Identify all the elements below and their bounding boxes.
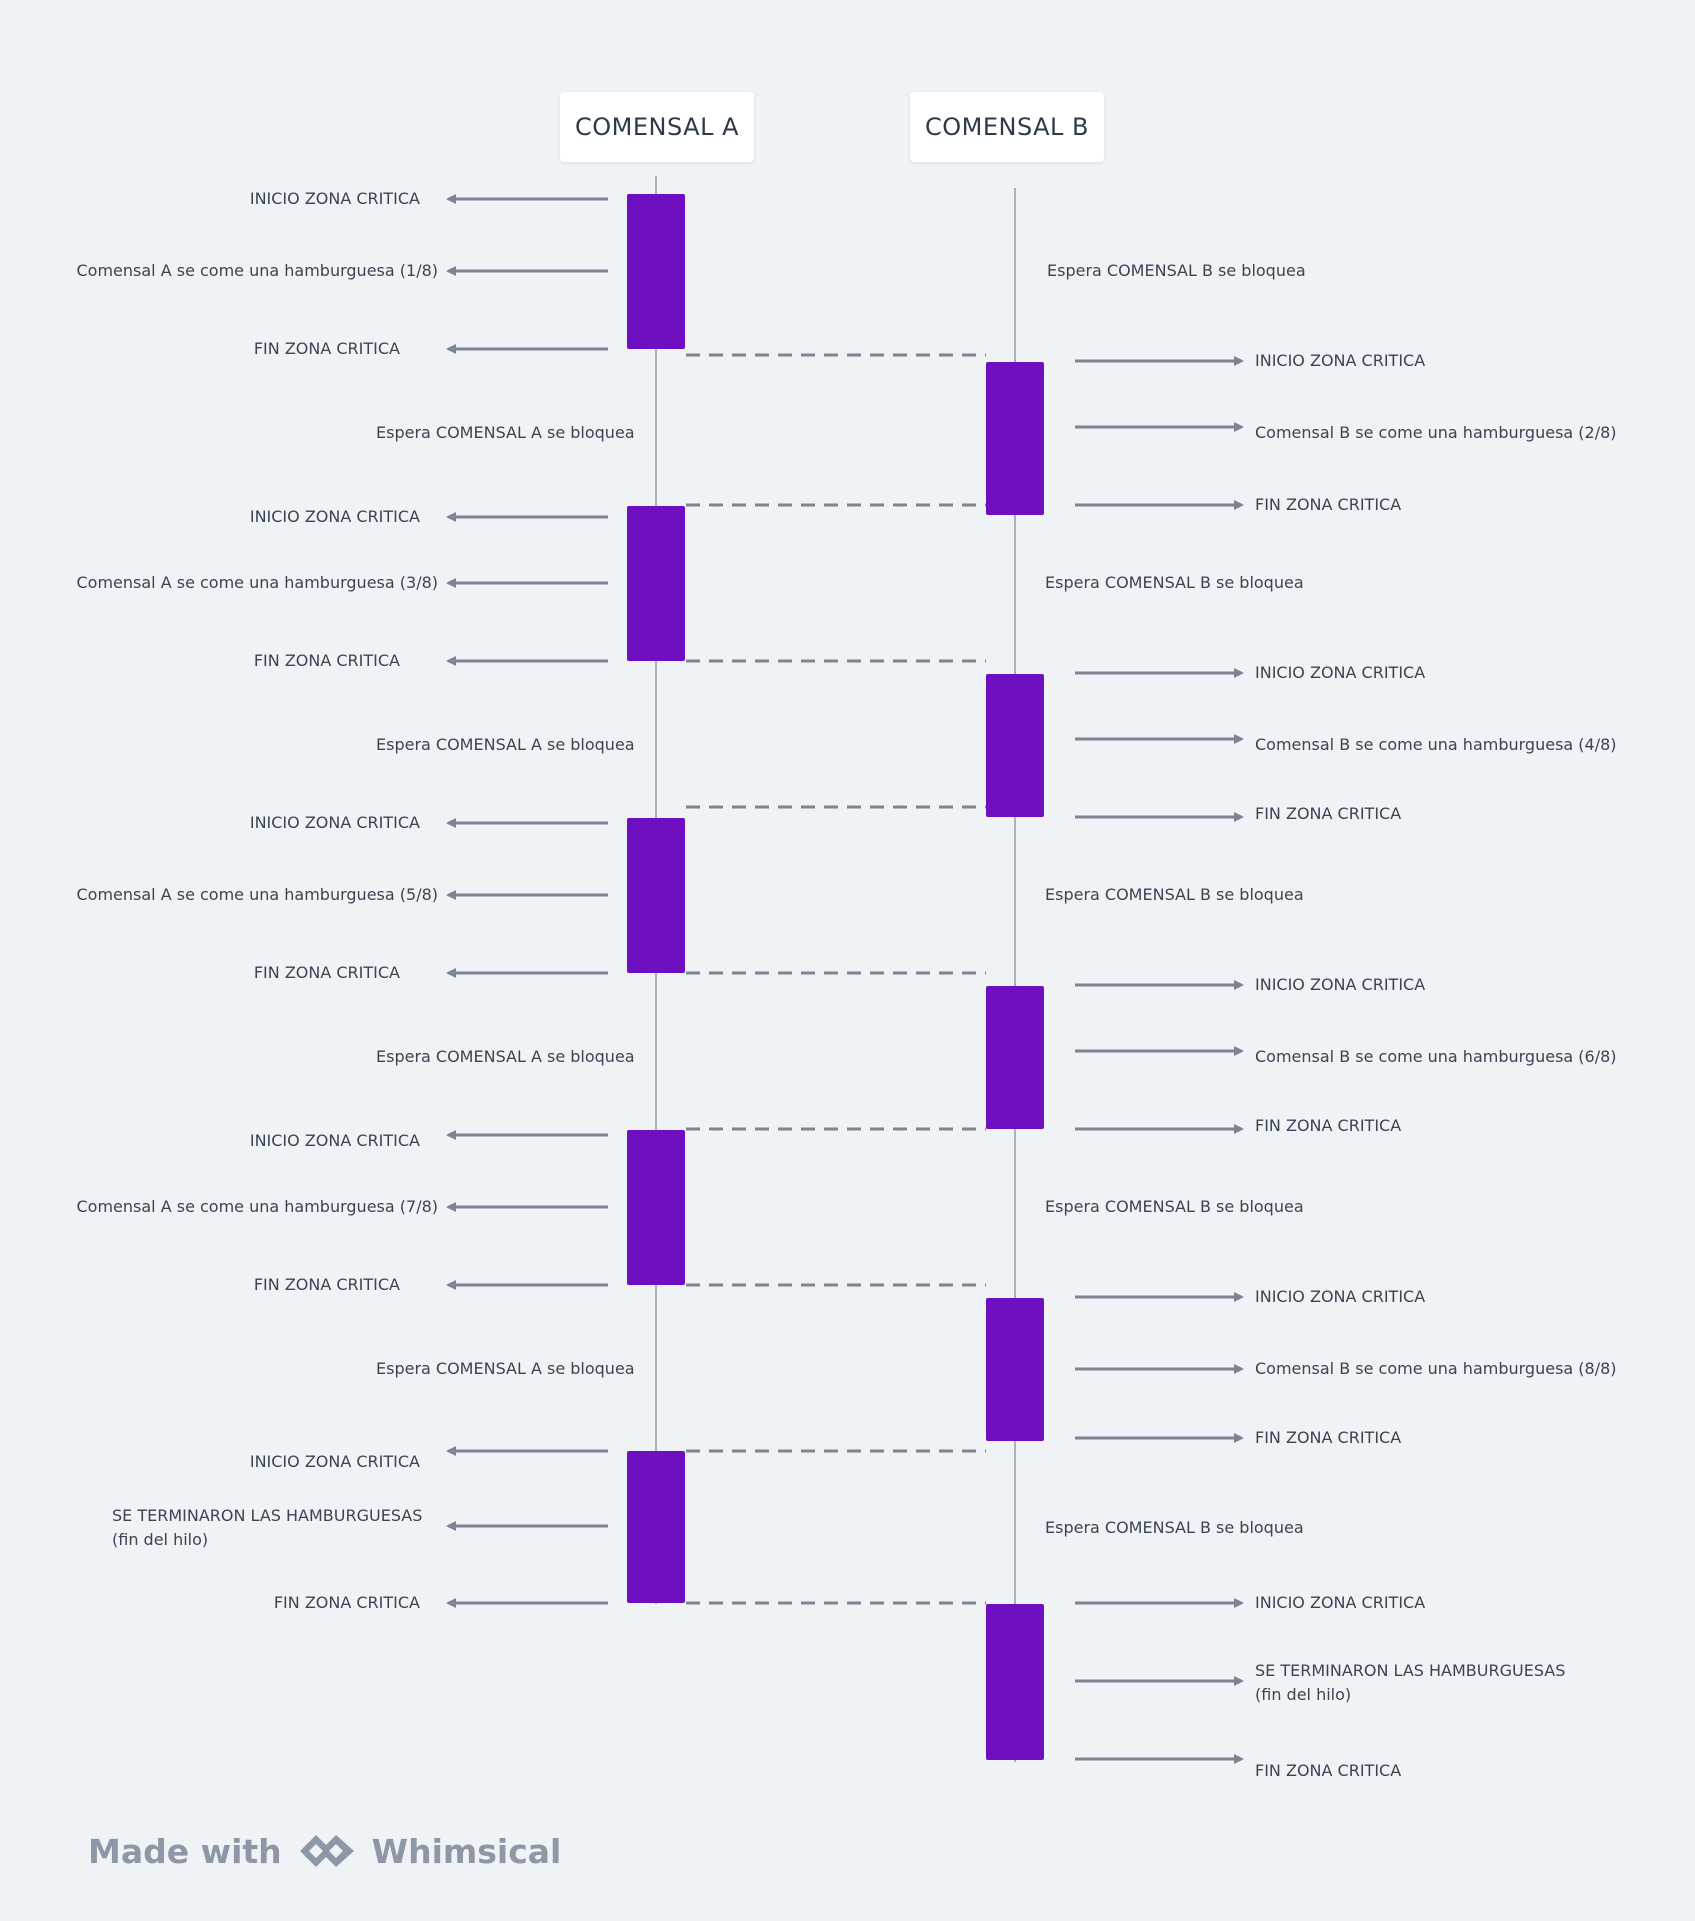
event-label-b-13: Espera COMENSAL B se bloquea	[1045, 1197, 1304, 1216]
event-label-b-5: Espera COMENSAL B se bloquea	[1045, 573, 1304, 592]
event-label-a-14: Comensal A se come una hamburguesa (7/8)	[76, 1197, 439, 1216]
activation-bar-b-5	[986, 1604, 1044, 1760]
event-label-a-7: FIN ZONA CRITICA	[253, 651, 400, 670]
activation-bar-a-4	[627, 1130, 685, 1285]
activation-bar-b-2	[986, 674, 1044, 817]
event-label-b-6: INICIO ZONA CRITICA	[1255, 663, 1426, 682]
activation-bar-a-5	[627, 1451, 685, 1603]
event-label-a-8: Espera COMENSAL A se bloquea	[376, 735, 635, 754]
event-label-a-6: Comensal A se come una hamburguesa (3/8)	[76, 573, 439, 592]
event-label-b-2: INICIO ZONA CRITICA	[1255, 351, 1426, 370]
event-label-a-3: FIN ZONA CRITICA	[253, 339, 400, 358]
participant-header-b[interactable]: COMENSAL B	[910, 92, 1104, 162]
activation-bar-b-1	[986, 362, 1044, 515]
event-label-a-16: Espera COMENSAL A se bloquea	[376, 1359, 635, 1378]
event-label-b-1: Espera COMENSAL B se bloquea	[1047, 261, 1306, 280]
event-label-b-15: Comensal B se come una hamburguesa (8/8)	[1255, 1359, 1617, 1378]
whimsical-logo-icon	[299, 1835, 354, 1867]
participant-name-b: COMENSAL B	[924, 113, 1090, 141]
event-label-b-11: Comensal B se come una hamburguesa (6/8)	[1255, 1047, 1617, 1066]
event-label-b-10: INICIO ZONA CRITICA	[1255, 975, 1426, 994]
participant-header-a[interactable]: COMENSAL A	[560, 92, 754, 162]
event-label-b-19: SE TERMINARON LAS HAMBURGUESAS (fin del …	[1255, 1661, 1566, 1704]
activation-bar-b-4	[986, 1298, 1044, 1441]
event-label-a-19: FIN ZONA CRITICA	[273, 1593, 420, 1612]
event-label-a-17: INICIO ZONA CRITICA	[249, 1452, 420, 1471]
activation-bar-a-3	[627, 818, 685, 973]
event-label-a-1: INICIO ZONA CRITICA	[249, 189, 420, 208]
event-label-b-17: Espera COMENSAL B se bloquea	[1045, 1518, 1304, 1537]
made-with-text: Made with	[88, 1831, 282, 1871]
event-label-b-20: FIN ZONA CRITICA	[1255, 1761, 1402, 1780]
event-label-a-5: INICIO ZONA CRITICA	[249, 507, 420, 526]
event-label-b-3: Comensal B se come una hamburguesa (2/8)	[1255, 423, 1617, 442]
event-label-a-11: FIN ZONA CRITICA	[253, 963, 400, 982]
event-label-b-14: INICIO ZONA CRITICA	[1255, 1287, 1426, 1306]
footer-watermark[interactable]: Made with Whimsical	[88, 1826, 561, 1876]
event-label-b-16: FIN ZONA CRITICA	[1255, 1428, 1402, 1447]
event-label-a-2: Comensal A se come una hamburguesa (1/8)	[76, 261, 439, 280]
event-label-a-4: Espera COMENSAL A se bloquea	[376, 423, 635, 442]
event-label-b-8: FIN ZONA CRITICA	[1255, 804, 1402, 823]
brand-text: Whimsical	[371, 1831, 562, 1871]
event-label-b-9: Espera COMENSAL B se bloquea	[1045, 885, 1304, 904]
event-label-b-7: Comensal B se come una hamburguesa (4/8)	[1255, 735, 1617, 754]
event-label-a-10: Comensal A se come una hamburguesa (5/8)	[76, 885, 439, 904]
event-label-b-12: FIN ZONA CRITICA	[1255, 1116, 1402, 1135]
event-label-a-18: SE TERMINARON LAS HAMBURGUESAS (fin del …	[112, 1506, 423, 1549]
activation-bar-b-3	[986, 986, 1044, 1129]
event-label-b-4: FIN ZONA CRITICA	[1255, 495, 1402, 514]
event-label-a-15: FIN ZONA CRITICA	[253, 1275, 400, 1294]
event-label-b-18: INICIO ZONA CRITICA	[1255, 1593, 1426, 1612]
event-label-a-13: INICIO ZONA CRITICA	[249, 1131, 420, 1150]
participant-name-a: COMENSAL A	[575, 113, 739, 141]
activation-bar-a-1	[627, 194, 685, 349]
activation-bar-a-2	[627, 506, 685, 661]
event-label-a-12: Espera COMENSAL A se bloquea	[376, 1047, 635, 1066]
event-label-a-9: INICIO ZONA CRITICA	[249, 813, 420, 832]
